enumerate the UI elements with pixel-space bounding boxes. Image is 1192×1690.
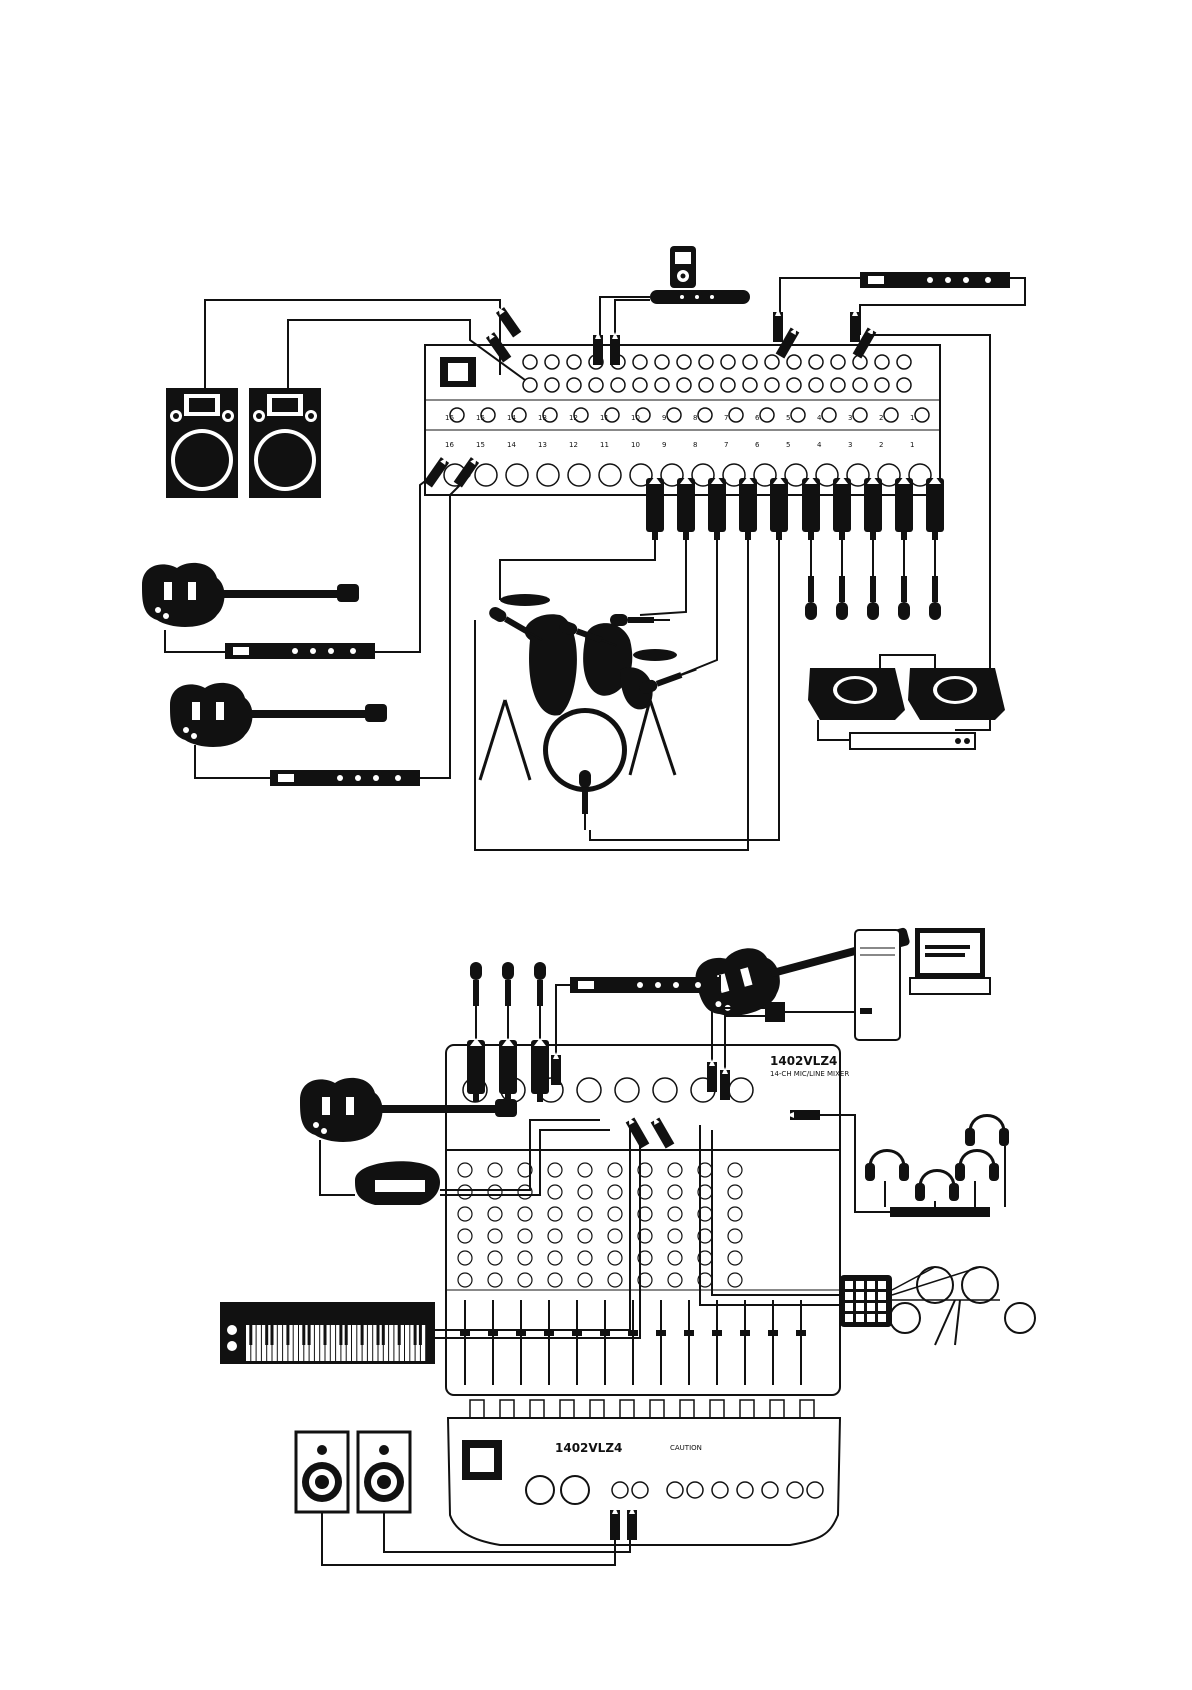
input-channel-number: 10	[631, 414, 640, 422]
di-box-bottom	[570, 977, 720, 993]
input-channel-number: 5	[786, 441, 790, 449]
headphones-icon	[955, 1151, 999, 1182]
desktop-computer-icon	[855, 930, 900, 1040]
drum-kick-mic	[579, 770, 591, 830]
input-channel-number: 13	[538, 441, 547, 449]
microphone-icon	[805, 560, 817, 620]
headphones-icon	[865, 1151, 909, 1182]
microphone-icon	[836, 560, 848, 620]
mixer-model-sublabel: 14-CH MIC/LINE MIXER	[770, 1070, 849, 1078]
headphone-amp	[890, 1207, 990, 1217]
input-channel-number: 16	[445, 441, 454, 449]
input-channel-number: 7	[724, 414, 728, 422]
rear-model-label: 1402VLZ4	[555, 1441, 622, 1455]
input-channel-number: 13	[538, 414, 547, 422]
bottom-setup: 1402VLZ4 14-CH MIC/LINE MIXER 1402VLZ4 C…	[220, 907, 1035, 1565]
input-channel-number: 6	[755, 414, 760, 422]
caution-label: CAUTION	[670, 1444, 702, 1452]
input-channel-number: 15	[476, 441, 485, 449]
laptop-icon	[910, 928, 990, 994]
microphone-icon	[929, 560, 941, 620]
microphone-icon	[867, 560, 879, 620]
input-channel-number: 12	[569, 414, 578, 422]
multi-effects-pedal	[355, 1161, 440, 1205]
compact-mixer-rear-view: 1402VLZ4 CAUTION	[448, 1400, 840, 1545]
studio-monitor-icon	[296, 1432, 348, 1512]
studio-monitor-icon	[358, 1432, 410, 1512]
input-channel-number: 4	[817, 414, 822, 422]
electric-guitar-icon	[170, 683, 387, 747]
headphones-icon	[965, 1116, 1009, 1147]
input-channel-number: 3	[848, 414, 852, 422]
mixer-model-label: 1402VLZ4	[770, 1054, 837, 1068]
microphone-icon	[470, 962, 482, 1022]
main-speaker-right	[249, 388, 321, 498]
xlr-plug	[802, 476, 820, 540]
xlr-plug	[499, 1038, 517, 1102]
drum-tom-mic	[610, 614, 670, 626]
main-speaker-left	[166, 388, 238, 498]
input-channel-number: 2	[879, 441, 883, 449]
input-channel-number: 6	[755, 441, 760, 449]
xlr-plug	[739, 476, 757, 540]
input-channel-number: 7	[724, 441, 728, 449]
xlr-plug	[770, 476, 788, 540]
drum-pad-controller	[840, 1275, 892, 1327]
audio-interface-box	[765, 1002, 785, 1022]
input-channel-number: 11	[600, 441, 609, 449]
input-channel-number: 2	[879, 414, 883, 422]
xlr-plug	[864, 476, 882, 540]
microphone-icon	[502, 962, 514, 1022]
headphones-icon	[915, 1171, 959, 1202]
di-box-lower	[270, 770, 420, 786]
effects-processor-top	[860, 272, 1010, 288]
xlr-plug	[677, 476, 695, 540]
input-channel-number: 8	[693, 441, 697, 449]
input-channel-number: 5	[786, 414, 790, 422]
di-box-upper	[225, 643, 375, 659]
input-channel-number: 14	[507, 414, 516, 422]
input-channel-number: 11	[600, 414, 609, 422]
input-channel-number: 4	[817, 441, 822, 449]
input-channel-number: 12	[569, 441, 578, 449]
xlr-plug	[895, 476, 913, 540]
xlr-plug	[926, 476, 944, 540]
keyboard-synth-icon	[220, 1302, 435, 1364]
input-channel-number: 15	[476, 414, 485, 422]
input-channel-number: 10	[631, 441, 640, 449]
input-channel-number: 9	[662, 414, 666, 422]
input-channel-number: 3	[848, 441, 852, 449]
rear-panel-mixer: 1616151514141313121211111010998877665544…	[425, 345, 940, 495]
xlr-plug	[531, 1038, 549, 1102]
xlr-plug	[646, 476, 664, 540]
stage-monitor-right	[908, 668, 1005, 720]
xlr-plug	[833, 476, 851, 540]
xlr-plug	[467, 1038, 485, 1102]
power-amplifier	[850, 733, 975, 749]
stage-monitor-left	[808, 668, 905, 720]
electric-guitar-icon	[142, 563, 359, 627]
input-channel-number: 16	[445, 414, 454, 422]
microphone-icon	[898, 560, 910, 620]
top-setup: 1616151514141313121211111010998877665544…	[142, 246, 1025, 850]
input-channel-number: 1	[910, 441, 914, 449]
microphone-icon	[534, 962, 546, 1022]
input-channel-number: 9	[662, 441, 666, 449]
media-player-icon	[650, 246, 750, 304]
input-channel-number: 14	[507, 441, 516, 449]
input-channel-number: 8	[693, 414, 697, 422]
xlr-plug	[708, 476, 726, 540]
input-channel-number: 1	[910, 414, 914, 422]
